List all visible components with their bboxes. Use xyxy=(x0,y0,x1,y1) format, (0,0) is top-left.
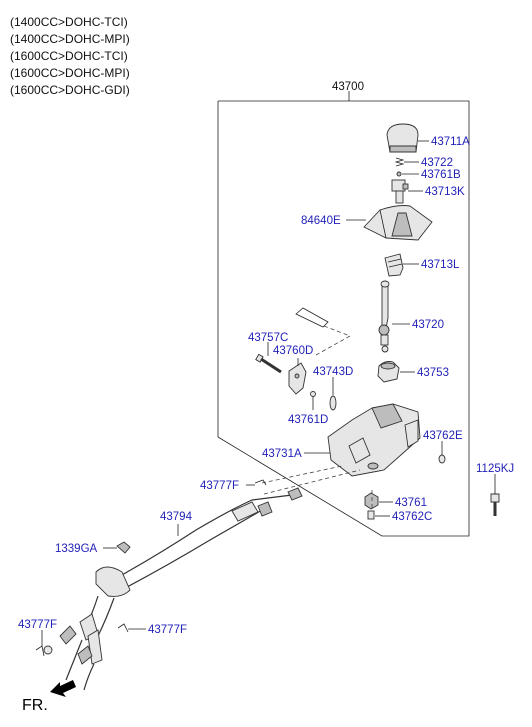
hairpin-clip xyxy=(295,307,329,328)
cable-clip-left-part xyxy=(35,645,45,657)
application-list: (1400CC>DOHC-TCI) (1400CC>DOHC-MPI) (160… xyxy=(10,14,130,99)
cable-clip-bottom-part xyxy=(117,623,129,633)
part-label-cable-clip-bottom[interactable]: 43777F xyxy=(148,624,187,636)
part-label-lever[interactable]: 43720 xyxy=(412,319,444,331)
application-line: (1400CC>DOHC-MPI) xyxy=(10,32,130,46)
spring-part xyxy=(394,157,405,167)
o-ring-part xyxy=(438,454,446,464)
part-label-cable-clip-left[interactable]: 43777F xyxy=(18,619,57,631)
front-direction-label: FR. xyxy=(22,697,48,714)
part-label-knob-adapter[interactable]: 43713K xyxy=(425,186,465,198)
part-label-washer[interactable]: 43743D xyxy=(313,366,353,378)
assembly-boundary xyxy=(217,100,470,537)
grommet-part xyxy=(116,541,131,554)
lever-part xyxy=(378,280,390,353)
part-label-o-ring[interactable]: 43762E xyxy=(423,430,463,442)
cable-clip-top-part xyxy=(254,479,267,486)
application-line: (1600CC>DOHC-GDI) xyxy=(10,83,130,97)
nut-part xyxy=(364,492,379,510)
bolt-part xyxy=(255,353,282,374)
lever-sleeve-part xyxy=(384,253,404,277)
pin-part xyxy=(396,171,402,177)
collar-part xyxy=(367,510,375,520)
part-label-lever-sleeve[interactable]: 43713L xyxy=(421,259,460,271)
part-label-boot[interactable]: 84640E xyxy=(301,215,341,227)
part-label-nut[interactable]: 43761 xyxy=(395,497,427,509)
knob-part xyxy=(386,123,419,153)
application-line: (1600CC>DOHC-TCI) xyxy=(10,49,128,63)
boot-part xyxy=(363,205,433,241)
part-label-bolt[interactable]: 43757C xyxy=(248,332,288,344)
base-housing-part xyxy=(327,403,421,477)
application-line: (1600CC>DOHC-MPI) xyxy=(10,66,130,80)
clip-part xyxy=(310,391,316,397)
part-label-mount-bolt[interactable]: 1125KJ xyxy=(476,463,514,475)
part-label-lever-bracket[interactable]: 43760D xyxy=(273,345,313,357)
cable-assembly-part xyxy=(43,487,303,691)
knob-adapter-part xyxy=(391,179,409,204)
application-line: (1400CC>DOHC-TCI) xyxy=(10,15,128,29)
assembly-label: 43700 xyxy=(332,81,364,93)
mount-bolt-part xyxy=(490,493,500,516)
front-direction-arrow-icon xyxy=(50,680,76,697)
bushing-part xyxy=(377,361,400,383)
part-label-cable-assembly[interactable]: 43794 xyxy=(160,511,193,523)
part-label-bushing[interactable]: 43753 xyxy=(417,367,449,379)
part-label-knob[interactable]: 43711A xyxy=(431,136,470,148)
lever-bracket-part xyxy=(288,362,307,395)
washer-part xyxy=(329,395,337,411)
part-label-cable-clip-top[interactable]: 43777F xyxy=(200,480,239,492)
part-label-pin[interactable]: 43761B xyxy=(421,169,461,181)
part-label-grommet[interactable]: 1339GA xyxy=(55,543,98,555)
part-label-clip[interactable]: 43761D xyxy=(288,414,328,426)
part-label-base-housing[interactable]: 43731A xyxy=(262,448,302,460)
part-label-spring[interactable]: 43722 xyxy=(421,157,453,169)
part-label-collar[interactable]: 43762C xyxy=(392,511,432,523)
